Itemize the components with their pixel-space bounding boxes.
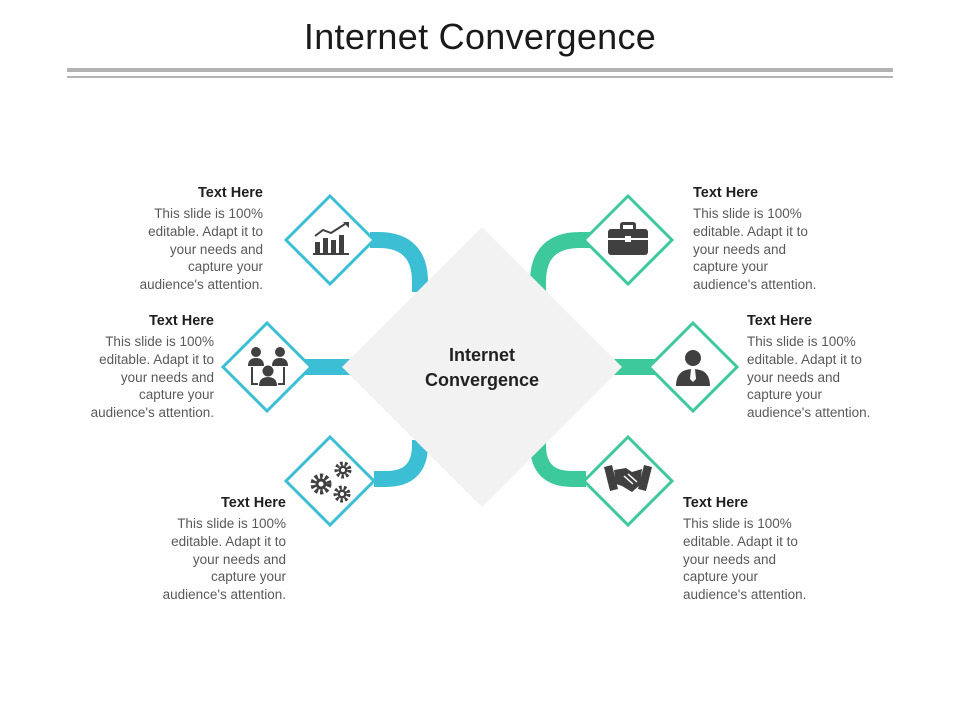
slide-title: Internet Convergence: [303, 16, 657, 57]
text-block-middle-left: Text Here This slide is 100% editable. A…: [14, 313, 214, 422]
text-block-body: This slide is 100% editable. Adapt it to…: [683, 516, 807, 603]
connector-bottom-left: [374, 440, 428, 487]
text-block-heading: Text Here: [220, 495, 286, 511]
gears-icon: [310, 461, 352, 503]
text-block-body: This slide is 100% editable. Adapt it to…: [139, 206, 263, 293]
user-icon: [676, 350, 710, 386]
text-block-body: This slide is 100% editable. Adapt it to…: [90, 334, 214, 421]
bar-chart-icon: [313, 222, 349, 255]
text-block-top-left: Text Here This slide is 100% editable. A…: [63, 185, 263, 294]
text-block-body: This slide is 100% editable. Adapt it to…: [162, 516, 286, 603]
connector-bottom-right: [530, 440, 586, 487]
briefcase-icon: [608, 222, 648, 255]
center-label-line2: Convergence: [424, 370, 540, 390]
text-block-middle-right: Text Here This slide is 100% editable. A…: [747, 313, 947, 422]
text-block-body: This slide is 100% editable. Adapt it to…: [747, 334, 871, 421]
center-label: Internet Convergence: [392, 343, 572, 393]
connector-top-left: [370, 232, 428, 292]
text-block-bottom-right: Text Here This slide is 100% editable. A…: [683, 495, 883, 604]
text-block-heading: Text Here: [693, 185, 759, 201]
diamond-middle-right: [646, 320, 740, 414]
team-icon: [248, 347, 288, 386]
connector-top-right: [530, 232, 590, 292]
text-block-body: This slide is 100% editable. Adapt it to…: [693, 206, 817, 293]
text-block-bottom-left: Text Here This slide is 100% editable. A…: [86, 495, 286, 604]
diamond-top-left: [283, 193, 377, 287]
text-block-heading: Text Here: [747, 313, 813, 329]
center-label-line1: Internet: [448, 345, 515, 365]
handshake-icon: [604, 465, 652, 492]
text-block-top-right: Text Here This slide is 100% editable. A…: [693, 185, 893, 294]
title-underline-thick: [67, 68, 893, 72]
center-diamond: [342, 227, 622, 507]
title-underline-thin: [67, 76, 893, 78]
text-block-heading: Text Here: [683, 495, 749, 511]
text-block-heading: Text Here: [148, 313, 214, 329]
text-block-heading: Text Here: [197, 185, 263, 201]
